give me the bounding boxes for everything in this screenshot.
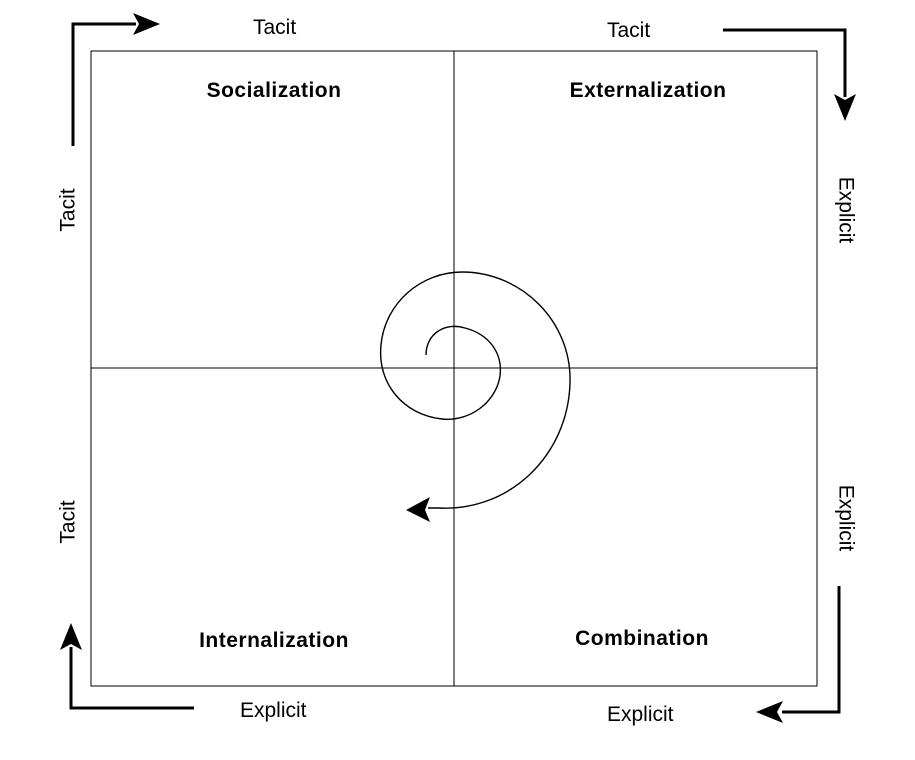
- edge-label-left-top: Tacit: [56, 188, 80, 232]
- quadrant-title-internalization: Internalization: [199, 629, 349, 652]
- edge-label-bottom-left: Explicit: [240, 699, 307, 722]
- edge-label-top-left: Tacit: [253, 16, 297, 39]
- arrow-bottom-right-head: [756, 701, 783, 723]
- arrow-bottom-left: [69, 647, 194, 710]
- arrow-top-left-head: [133, 13, 160, 35]
- quadrant-title-combination: Combination: [575, 627, 709, 650]
- edge-label-top-right: Tacit: [607, 19, 651, 42]
- quadrant-title-socialization: Socialization: [206, 79, 342, 102]
- quadrant-title-externalization: Externalization: [569, 79, 727, 102]
- arrow-bottom-right: [782, 586, 841, 714]
- edge-label-bottom-right: Explicit: [607, 703, 674, 726]
- edge-label-left-bottom: Tacit: [56, 500, 80, 544]
- edge-label-right-top: Explicit: [834, 176, 858, 244]
- spiral-arrowhead: [406, 497, 430, 522]
- arrow-bottom-left-head: [60, 623, 82, 650]
- arrow-top-right: [723, 28, 847, 97]
- knowledge-spiral: [379, 271, 571, 509]
- arrow-top-left: [71, 22, 136, 146]
- arrow-top-right-head: [834, 94, 856, 121]
- edge-label-right-bottom: Explicit: [834, 484, 858, 552]
